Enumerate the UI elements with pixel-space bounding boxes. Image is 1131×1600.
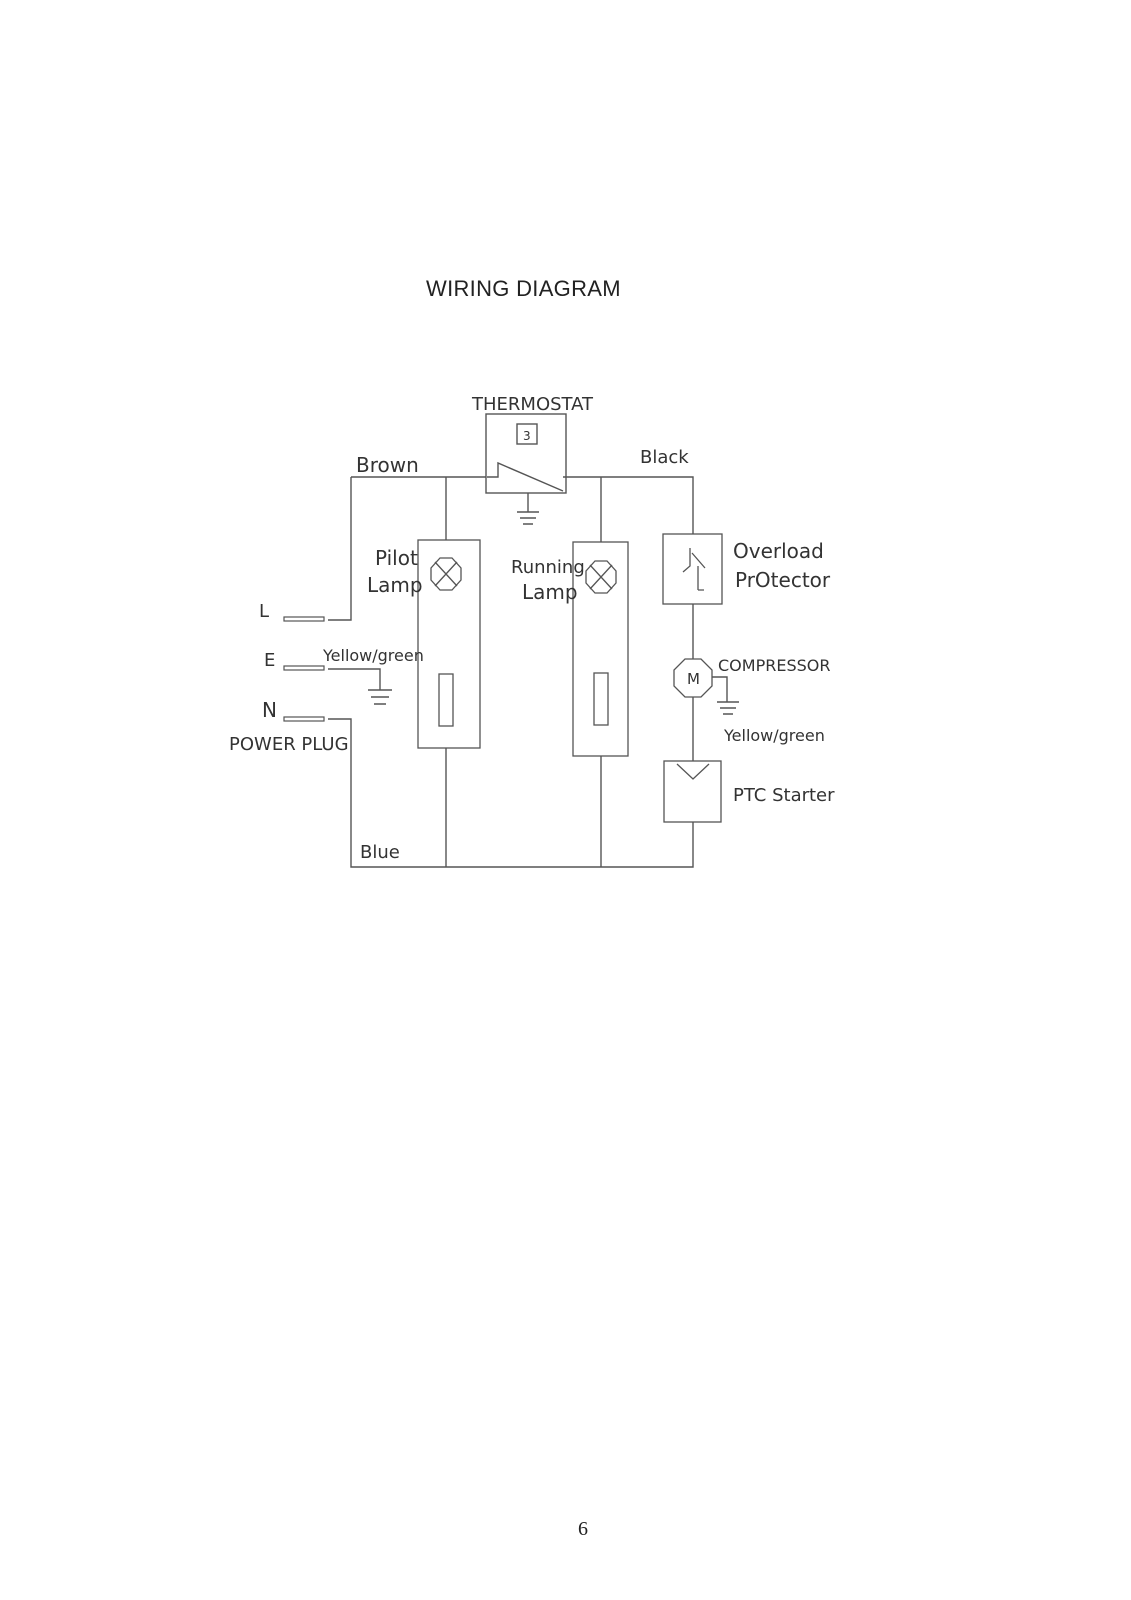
plug-pin-n	[283, 716, 325, 722]
overload-label: Overload	[733, 539, 824, 563]
compressor-motor-label: M	[687, 670, 700, 688]
running-resistor-icon	[593, 672, 609, 726]
black-label: Black	[640, 447, 689, 468]
wire-e-ground	[328, 668, 392, 705]
plug-n-label: N	[262, 698, 277, 722]
plug-e-label: E	[264, 650, 275, 671]
plug-l-label: L	[259, 601, 269, 622]
wire-l-lead	[328, 477, 352, 621]
pilot-lamp-label: Lamp	[367, 573, 423, 597]
thermostat-label: THERMOSTAT	[471, 394, 594, 415]
ptc-starter	[663, 760, 722, 823]
plug-yellow-green-label: Yellow/green	[322, 646, 424, 665]
plug-pins	[283, 616, 325, 722]
brown-label: Brown	[356, 453, 419, 477]
blue-label: Blue	[360, 842, 400, 863]
compressor	[673, 658, 713, 698]
wire-thermostat-ground	[517, 493, 539, 525]
thermostat	[485, 413, 567, 494]
page-number: 6	[578, 1518, 588, 1540]
compressor-motor-icon	[673, 658, 713, 698]
protector-label: PrOtector	[735, 568, 831, 592]
wire-blue	[350, 733, 694, 868]
running-label: Running	[511, 557, 585, 578]
running-lamp	[572, 541, 629, 757]
pilot-label: Pilot	[375, 546, 418, 570]
compressor-label: COMPRESSOR	[718, 656, 830, 675]
plug-pin-e	[283, 665, 325, 671]
compressor-yellow-green-label: Yellow/green	[723, 726, 825, 745]
page-title: WIRING DIAGRAM	[426, 276, 621, 301]
ptc-starter-label: PTC Starter	[733, 785, 835, 806]
thermostat-dial-label: 3	[523, 429, 531, 443]
overload-protector	[662, 533, 723, 605]
pilot-resistor-icon	[438, 673, 454, 727]
power-plug-label: POWER PLUG	[229, 734, 349, 755]
running-lamp-label: Lamp	[522, 580, 578, 604]
overload-switch-icon	[682, 548, 706, 591]
plug-pin-l	[283, 616, 325, 622]
wire-compressor-ground	[712, 676, 739, 715]
wire-brown	[351, 476, 694, 535]
pilot-lamp	[417, 539, 481, 749]
thermostat-dial	[516, 423, 538, 445]
wire-n-lead	[328, 718, 352, 733]
